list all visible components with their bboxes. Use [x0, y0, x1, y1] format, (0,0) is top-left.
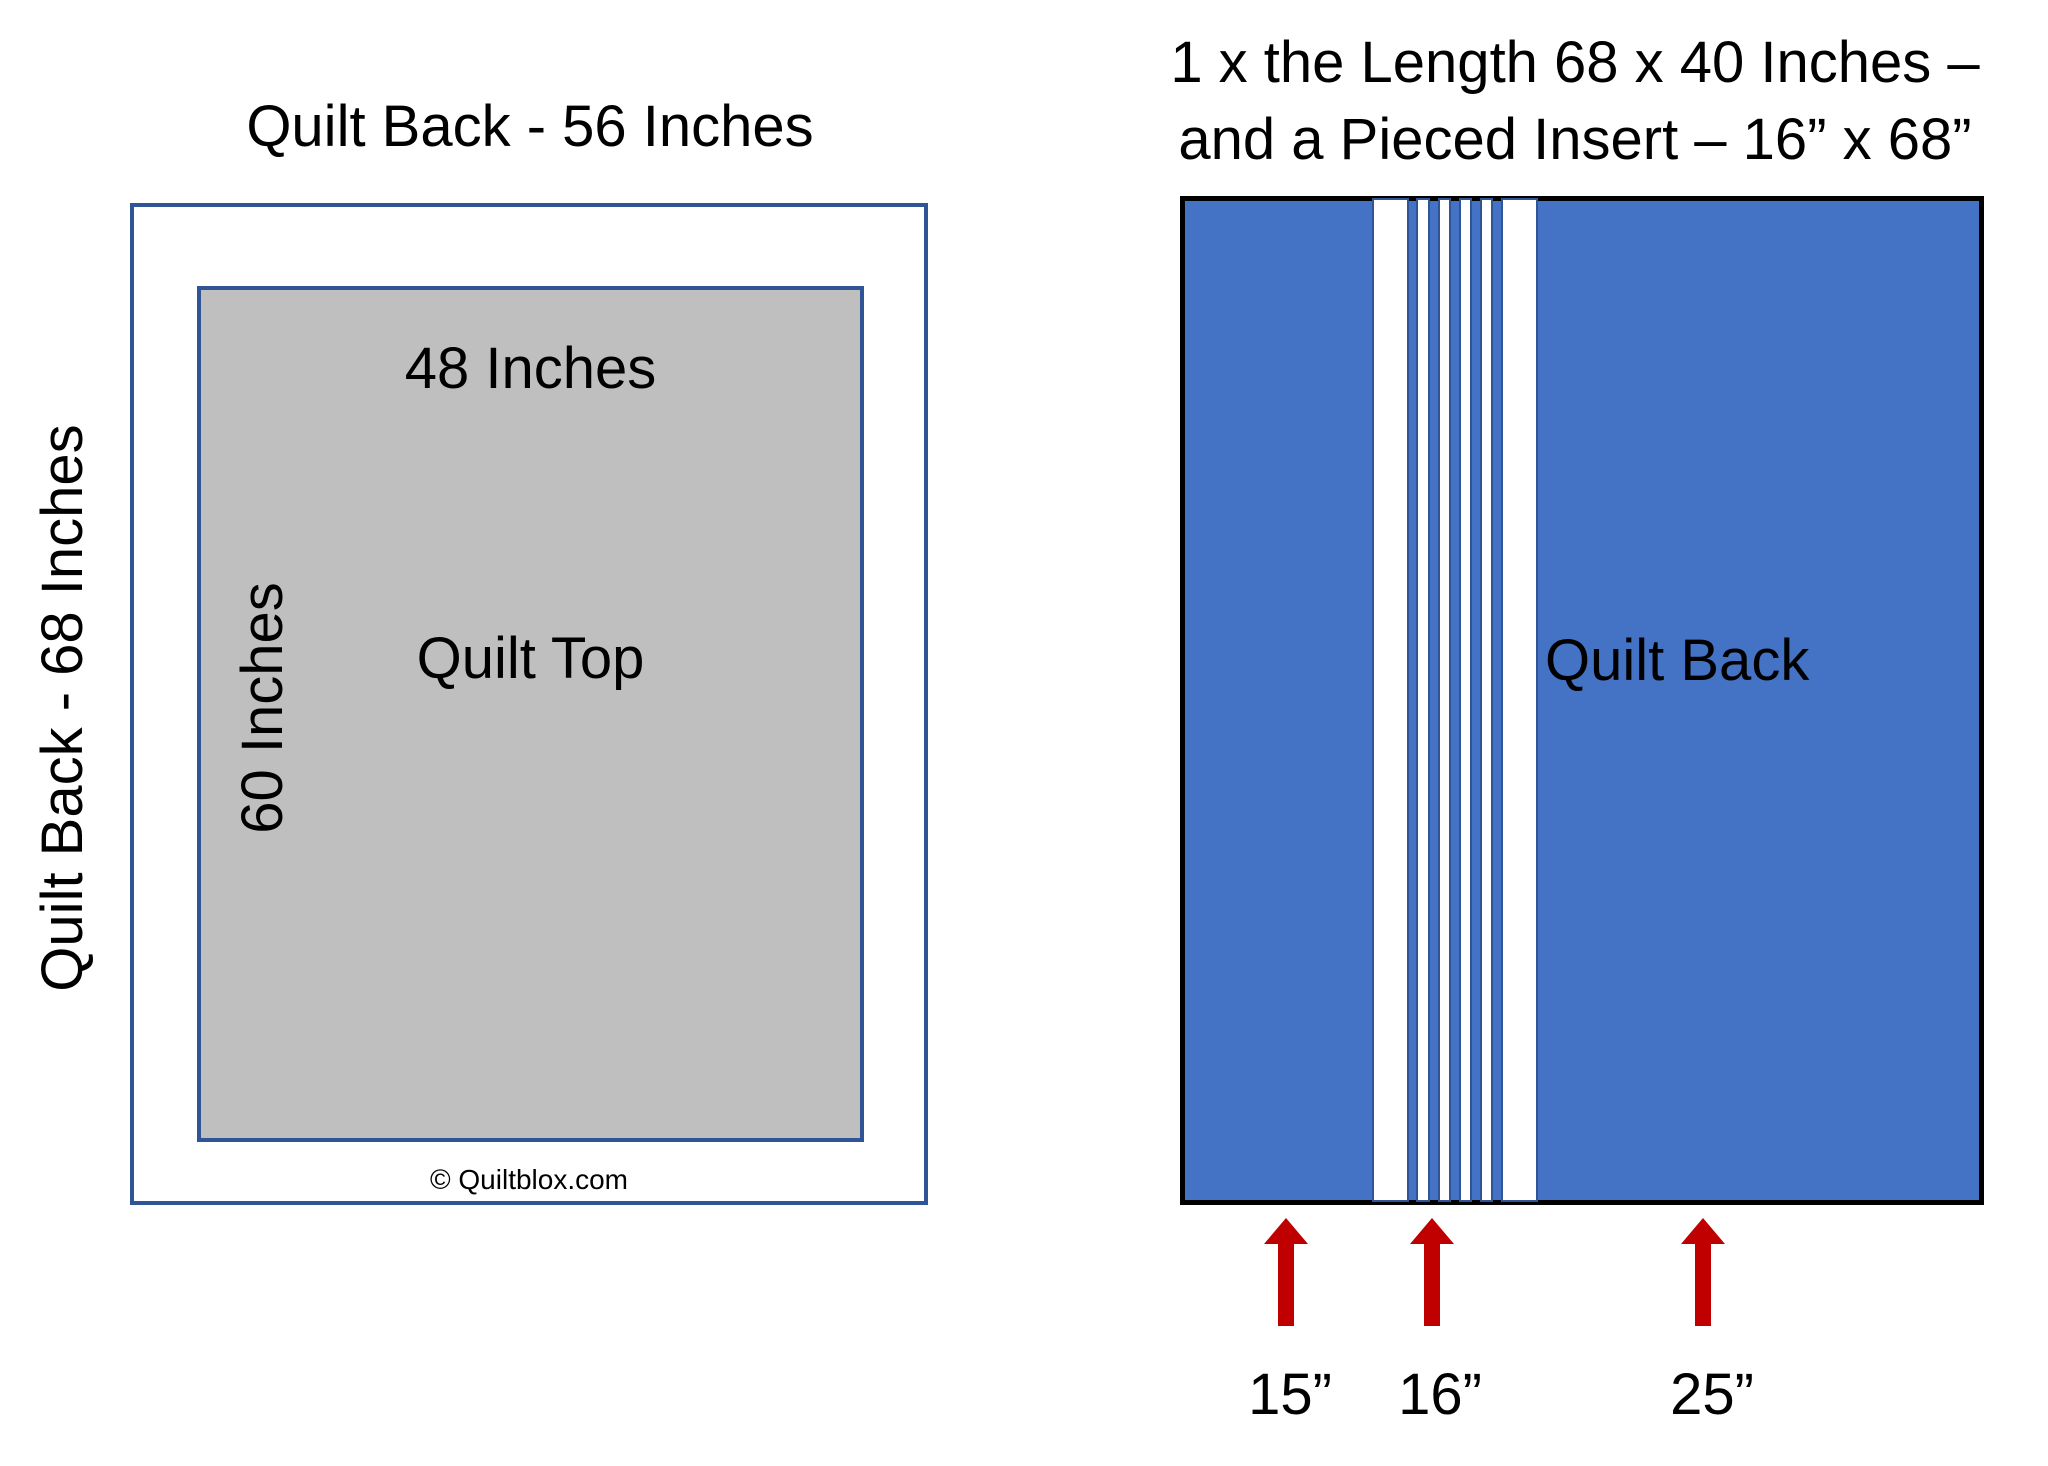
quilt-top-width-label: 48 Inches [404, 336, 657, 401]
quilt-top-height-label: 60 Inches [230, 582, 295, 834]
quilt-back-panel [1180, 196, 1984, 1205]
arrow-up-icon [1410, 1218, 1454, 1326]
insert-strip-narrow [1480, 198, 1493, 1202]
insert-strip-narrow [1459, 198, 1472, 1202]
right-diagram-title-line-2: and a Pieced Insert – 16” x 68” [1178, 107, 1972, 172]
quilt-top-rectangle [197, 286, 864, 1142]
insert-strip-wide-left [1372, 198, 1409, 1202]
arrow-up-icon [1681, 1218, 1725, 1326]
insert-strip-narrow [1438, 198, 1451, 1202]
right-diagram-title-line-1: 1 x the Length 68 x 40 Inches – [1170, 30, 1980, 95]
insert-strip-narrow [1416, 198, 1430, 1202]
quilt-top-label: Quilt Top [416, 626, 645, 691]
copyright-notice: © Quiltblox.com [429, 1164, 629, 1195]
left-diagram-title: Quilt Back - 56 Inches [246, 94, 814, 159]
quilt-back-height-label: Quilt Back - 68 Inches [30, 424, 95, 992]
measurement-label-left: 15” [1248, 1362, 1332, 1427]
insert-strip-wide-right [1501, 198, 1538, 1202]
measurement-label-insert: 16” [1398, 1362, 1482, 1427]
arrow-up-icon [1264, 1218, 1308, 1326]
quilt-back-label: Quilt Back [1545, 628, 1810, 693]
measurement-label-right: 25” [1670, 1362, 1754, 1427]
